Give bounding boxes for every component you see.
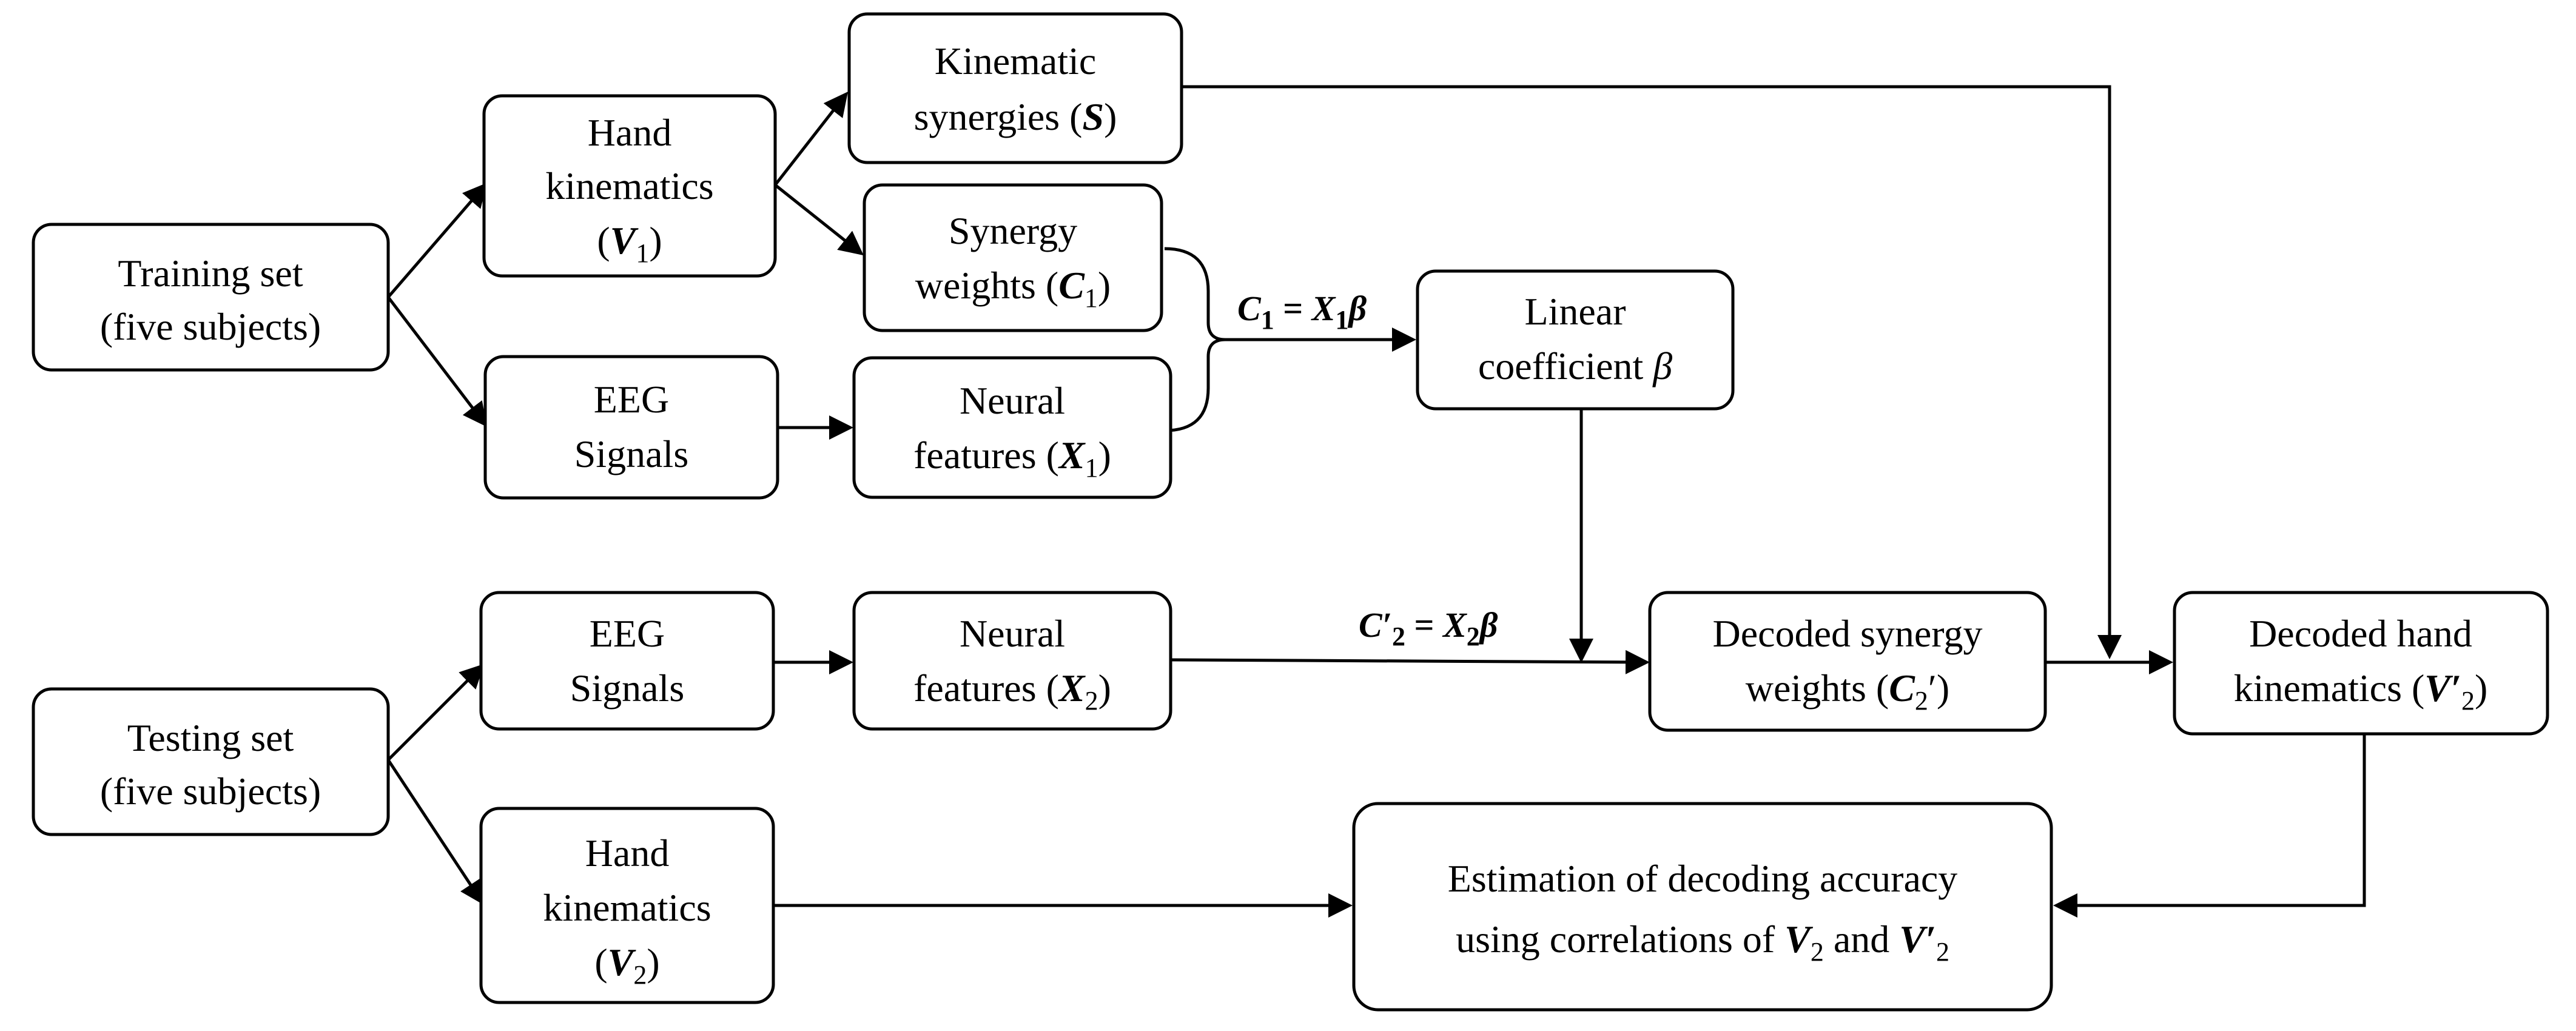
eeg2-line2: Signals [570, 667, 684, 710]
syn-weights-line2: weights (C1) [915, 264, 1111, 313]
arrow-training-to-handkin [387, 183, 488, 298]
eeg-signals-2-box: EEG Signals [479, 591, 775, 731]
bracket [1164, 247, 1226, 432]
arrow-decoded-hand-to-estimation [2053, 734, 2366, 918]
hand-kin1-line2: kinematics [545, 164, 713, 207]
arrow-testing-to-eeg2 [387, 663, 485, 761]
linear-line1: Linear [1525, 290, 1626, 333]
eeg1-line1: EEG [594, 378, 669, 421]
estimation-line2: using correlations of V2 and V′2 [1456, 918, 1949, 967]
linear-line2: coefficient β [1478, 344, 1672, 388]
hand-kin1-line3: (V1) [597, 219, 662, 268]
decoded-synergy-weights-box: Decoded synergy weights (C2′) [1648, 591, 2047, 732]
decoded-hand-kinematics-box: Decoded hand kinematics (V′2) [2173, 591, 2549, 736]
arrow-neural2-to-decoded-weights [1171, 650, 1650, 674]
hand-kinematics-v1-box: Hand kinematics (V1) [482, 94, 777, 278]
hand-kinematics-v2-box: Hand kinematics (V2) [479, 807, 775, 1004]
estimation-box: Estimation of decoding accuracy using co… [1352, 802, 2053, 1012]
decoded-syn-line1: Decoded synergy [1713, 612, 1983, 655]
hand-kin2-line3: (V2) [594, 941, 659, 990]
testing-set-line1: Testing set [127, 716, 294, 759]
training-set-line1: Training set [118, 252, 303, 295]
equation-c1: C1 = X1β [1237, 289, 1367, 335]
decoded-syn-line2: weights (C2′) [1746, 667, 1949, 716]
arrow-testing-to-handkin2 [386, 759, 484, 905]
neural-features-x1-box: Neural features (X1) [852, 356, 1172, 499]
eeg-signals-1-box: EEG Signals [483, 355, 779, 500]
hand-kin1-line1: Hand [588, 111, 672, 154]
neural2-line1: Neural [960, 612, 1065, 655]
neural1-line2: features (X1) [913, 434, 1111, 483]
kin-syn-line2: synergies (S) [914, 95, 1117, 138]
synergy-weights-c1-box: Synergy weights (C1) [863, 183, 1163, 332]
decoded-hand-line2: kinematics (V′2) [2234, 667, 2488, 716]
training-set-box: Training set (five subjects) [32, 223, 390, 372]
connectors [386, 85, 2366, 918]
training-set-line2: (five subjects) [100, 305, 321, 348]
kin-syn-line1: Kinematic [935, 39, 1097, 82]
hand-kin2-line1: Hand [585, 831, 670, 875]
neural1-line1: Neural [960, 379, 1065, 422]
arrow-handkin-to-synergies [774, 92, 849, 186]
decoded-hand-line1: Decoded hand [2249, 612, 2472, 655]
testing-set-line2: (five subjects) [100, 770, 321, 813]
equation-c2: C′2 = X2β [1359, 605, 1498, 651]
linear-coefficient-box: Linear coefficient β [1416, 269, 1735, 411]
arrow-training-to-eeg [387, 296, 488, 427]
hand-kin2-line2: kinematics [543, 886, 711, 929]
neural2-line2: features (X2) [913, 667, 1111, 716]
eeg2-line1: EEG [590, 612, 665, 655]
syn-weights-line1: Synergy [949, 209, 1077, 252]
arrow-handkin-to-weights [774, 184, 864, 256]
kinematic-synergies-box: Kinematic synergies (S) [847, 12, 1183, 164]
estimation-line1: Estimation of decoding accuracy [1448, 857, 1958, 900]
testing-set-box: Testing set (five subjects) [32, 687, 390, 836]
eeg1-line2: Signals [574, 432, 688, 475]
neural-features-x2-box: Neural features (X2) [852, 591, 1172, 731]
arrow-synergies-to-decoded [1182, 85, 2122, 659]
